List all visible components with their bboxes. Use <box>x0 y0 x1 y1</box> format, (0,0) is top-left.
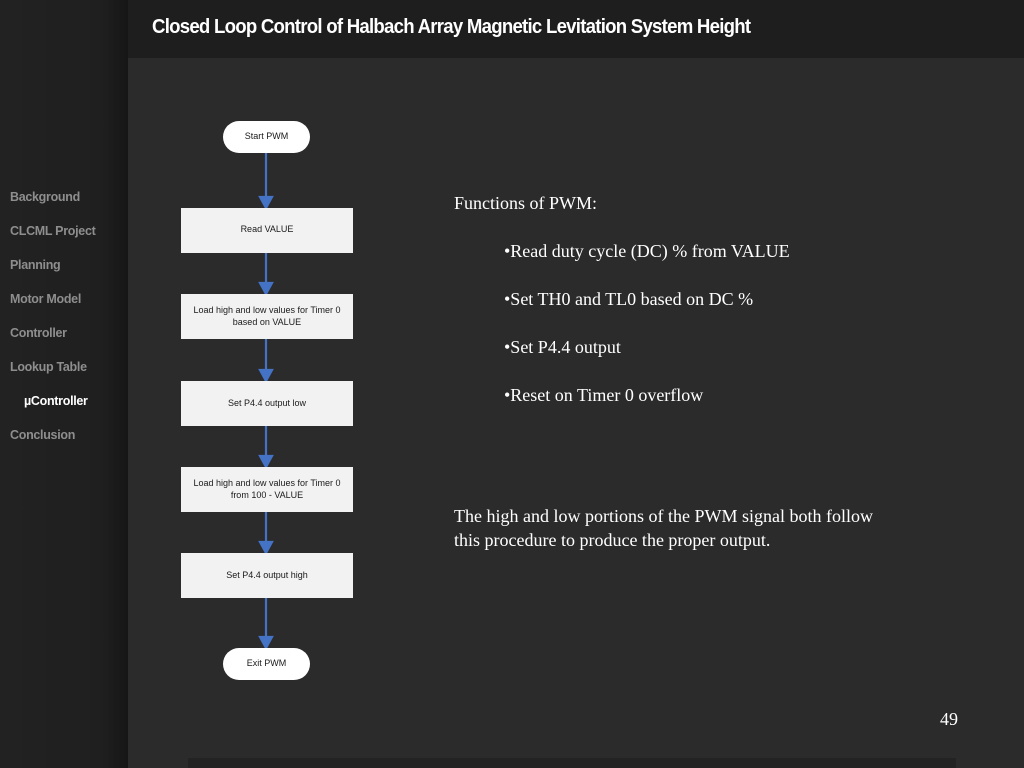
nav-item-ucontroller[interactable]: µController <box>24 394 88 408</box>
flowchart-load-timer-node: Load high and low values for Timer 0 bas… <box>181 294 353 339</box>
arrowhead-6 <box>258 635 274 651</box>
flowchart-set-low-node: Set P4.4 output low <box>181 381 353 426</box>
pwm-note: The high and low portions of the PWM sig… <box>454 506 873 550</box>
functions-heading: Functions of PWM: <box>454 193 598 213</box>
flowchart-read-value-node: Read VALUE <box>181 208 353 253</box>
arrowhead-2 <box>258 281 274 297</box>
function-bullet: •Set TH0 and TL0 based on DC % <box>504 289 754 309</box>
function-bullet: •Reset on Timer 0 overflow <box>504 385 704 405</box>
nav-item-conclusion[interactable]: Conclusion <box>10 428 76 442</box>
flowchart-set-high-node: Set P4.4 output high <box>181 553 353 598</box>
nav-item-background[interactable]: Background <box>10 190 80 204</box>
nav-item-lookup-table[interactable]: Lookup Table <box>10 360 87 374</box>
arrowhead-5 <box>258 540 274 556</box>
arrowhead-1 <box>258 195 274 211</box>
flowchart-exit-node: Exit PWM <box>223 648 310 680</box>
nav-item-motor-model[interactable]: Motor Model <box>10 292 81 306</box>
arrowhead-4 <box>258 454 274 470</box>
flowchart-load-timer-inverse-node: Load high and low values for Timer 0 fro… <box>181 467 353 512</box>
sidebar-nav: Background CLCML Project Planning Motor … <box>10 188 96 460</box>
function-bullet: •Set P4.4 output <box>504 337 621 357</box>
sidebar: Background CLCML Project Planning Motor … <box>0 0 129 768</box>
bottom-strip <box>188 758 956 768</box>
slide-title: Closed Loop Control of Halbach Array Mag… <box>152 16 751 38</box>
arrowhead-3 <box>258 368 274 384</box>
page-number: 49 <box>940 709 958 729</box>
nav-item-planning[interactable]: Planning <box>10 258 61 272</box>
function-bullet: •Read duty cycle (DC) % from VALUE <box>504 241 790 261</box>
flowchart-start-node: Start PWM <box>223 121 310 153</box>
title-bar: Closed Loop Control of Halbach Array Mag… <box>128 0 1024 58</box>
nav-item-clcml-project[interactable]: CLCML Project <box>10 224 96 238</box>
nav-item-controller[interactable]: Controller <box>10 326 67 340</box>
